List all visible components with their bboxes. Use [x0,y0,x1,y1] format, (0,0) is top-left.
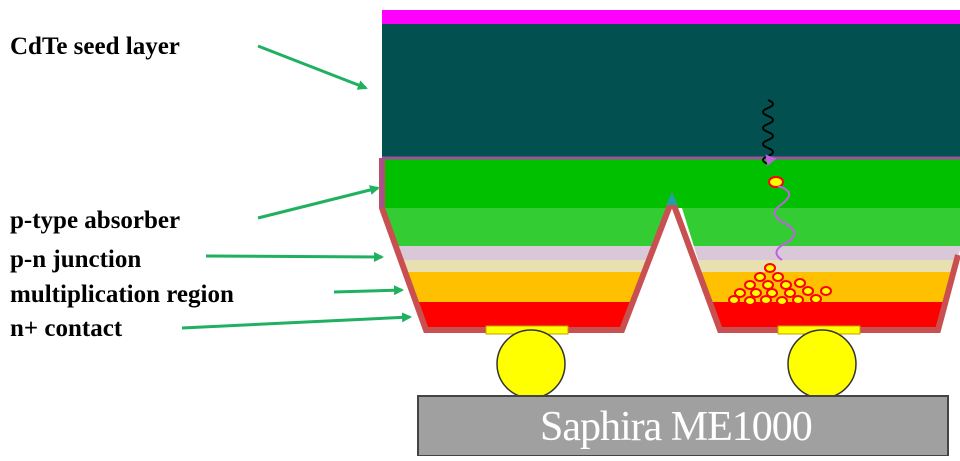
label-cdte-seed-layer: CdTe seed layer [10,33,180,60]
label-multiplication-region: multiplication region [10,281,234,308]
trench-tip [666,192,678,205]
bump-right [787,329,857,399]
arrow-absorber [257,185,380,220]
bump-left [496,329,566,399]
arrow-multiplication [333,285,404,296]
cap-layer [382,10,960,24]
pixel-left [382,208,668,330]
arrow-seed [257,44,368,90]
readout-chip [417,395,949,457]
label-p-type-absorber: p-type absorber [10,207,181,234]
passivation-layer [379,158,960,333]
label-n-plus-contact: n+ contact [10,315,123,342]
carrier-path [774,185,796,261]
readout-chip-label: Saphira ME1000 [540,404,813,450]
arrow-contact [181,312,412,330]
label-p-n-junction: p-n junction [10,246,142,273]
arrow-junction [205,251,384,262]
electron-icon [768,176,784,188]
pixel-right [682,208,960,330]
photon-wave-icon [762,99,777,166]
seed-layer [382,24,960,158]
avalanche-cluster-icon [728,263,832,306]
